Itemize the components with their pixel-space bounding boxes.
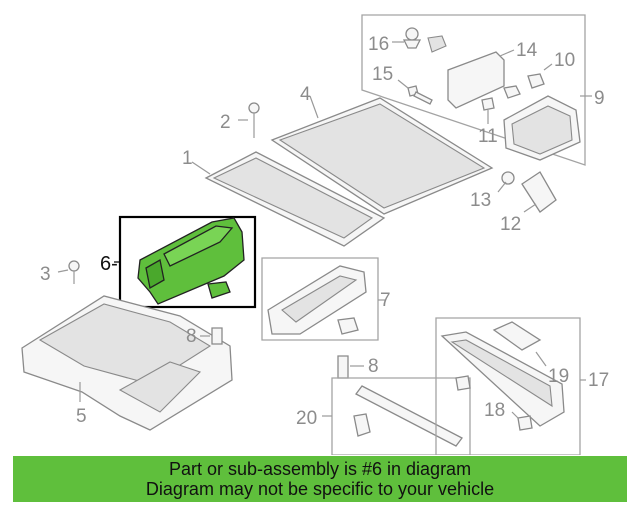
- callout-15: 15: [372, 64, 393, 85]
- part-6: [114, 217, 245, 305]
- part-17: [440, 331, 586, 427]
- part-16: [392, 27, 447, 53]
- callout-19: 19: [548, 366, 569, 387]
- callout-8-upper: 8: [186, 326, 197, 347]
- part-8-lower: [337, 355, 364, 379]
- callout-1: 1: [182, 148, 193, 169]
- part-12: [521, 171, 557, 213]
- part-7: [267, 265, 386, 335]
- callout-17: 17: [588, 370, 609, 391]
- part-11: [481, 97, 495, 124]
- callout-5: 5: [76, 406, 87, 427]
- parts-diagram: 1 2 3 4 5 6- 7 8 8 9 10 11 12 13 14 15 1…: [21, 14, 609, 455]
- callout-16: 16: [368, 34, 389, 55]
- part-7-frame: [261, 257, 379, 341]
- callout-14: 14: [516, 40, 538, 61]
- part-18: [511, 411, 533, 431]
- part-6-clip: [207, 281, 231, 299]
- part-4: [270, 95, 494, 215]
- part-17-frame: [435, 317, 581, 455]
- part-14: [447, 49, 515, 109]
- callout-10: 10: [554, 50, 575, 71]
- info-banner: Part or sub-assembly is #6 in diagram Di…: [13, 456, 627, 502]
- part-15: [397, 79, 433, 105]
- part-5: [21, 295, 233, 431]
- part-3: [57, 260, 80, 284]
- callout-12: 12: [500, 214, 521, 235]
- part-13: [497, 171, 515, 193]
- callout-6: 6-: [100, 253, 118, 275]
- part-1: [191, 151, 386, 247]
- callout-3: 3: [40, 264, 51, 285]
- callout-7: 7: [380, 290, 391, 311]
- part-9-group-frame: [361, 14, 586, 166]
- part-20: [322, 385, 463, 447]
- part-10: [527, 63, 553, 89]
- part-17-clip: [455, 375, 471, 391]
- banner-line-2: Diagram may not be specific to your vehi…: [145, 479, 495, 499]
- part-2: [238, 102, 260, 138]
- callout-20: 20: [296, 408, 317, 429]
- banner-line-1: Part or sub-assembly is #6 in diagram: [168, 459, 472, 479]
- callout-13: 13: [470, 190, 491, 211]
- small-clip: [503, 85, 521, 99]
- part-19: [492, 321, 547, 367]
- part-8-upper: [200, 327, 223, 345]
- callout-9: 9: [594, 88, 605, 109]
- callout-11: 11: [478, 126, 498, 147]
- callout-8-lower: 8: [368, 356, 379, 377]
- part-9: [503, 95, 592, 161]
- callout-4: 4: [300, 84, 311, 105]
- callout-18: 18: [484, 400, 505, 421]
- part-20-frame: [331, 377, 471, 455]
- callout-2: 2: [220, 112, 231, 133]
